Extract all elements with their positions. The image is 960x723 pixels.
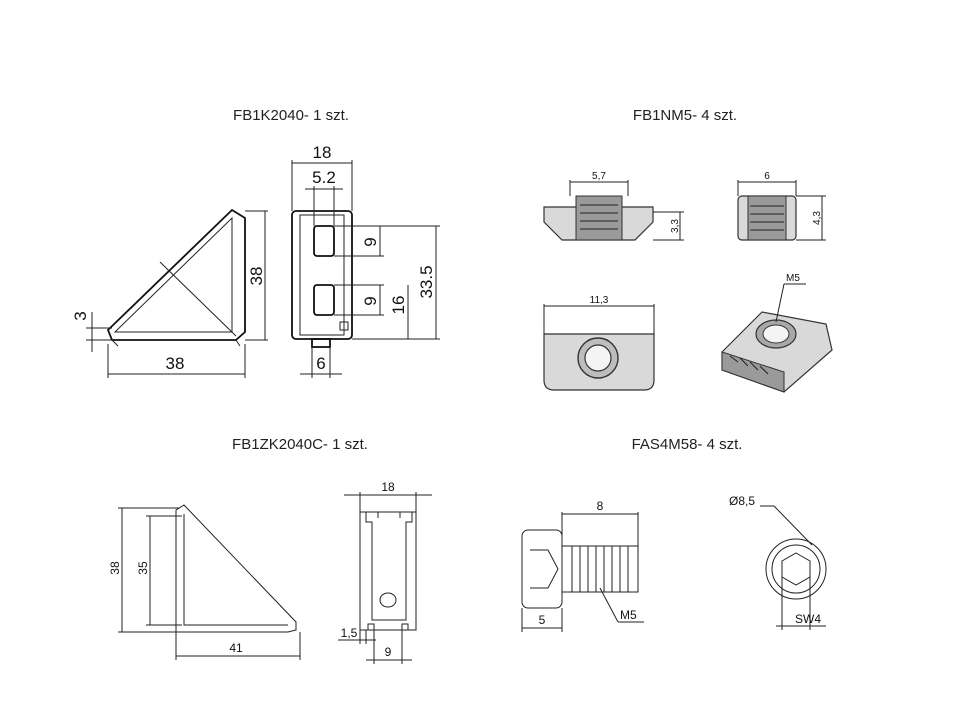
dim-fb1k-38-vertical: 38 <box>247 267 266 286</box>
dim-fb1k-18: 18 <box>313 143 332 162</box>
dim-fb1zk-9: 9 <box>385 645 392 659</box>
fb1nm5-top-view: 11,3 <box>543 295 655 391</box>
fb1zk2040c-side-view: 38 35 41 <box>108 504 301 660</box>
dim-fb1nm-3-3: 3,3 <box>670 219 681 233</box>
dim-fb1k-9-lower: 9 <box>361 296 380 305</box>
label-fb1nm-m5: M5 <box>786 273 800 284</box>
part-title-fb1zk2040c: FB1ZK2040C- 1 szt. <box>232 436 368 453</box>
dim-fb1zk-41: 41 <box>229 641 243 655</box>
label-fas-sw4: SW4 <box>795 612 821 626</box>
fas4m58-end-view: Ø8,5 SW4 <box>729 494 827 630</box>
dim-fb1k-33-5: 33.5 <box>417 265 436 298</box>
part-title-fb1k2040: FB1K2040- 1 szt. <box>233 107 349 124</box>
fb1k2040-side-view: 38 38 3 <box>71 208 268 378</box>
part-title-fas4m58: FAS4M58- 4 szt. <box>631 436 743 453</box>
dim-fb1k-16: 16 <box>389 296 408 315</box>
label-fas-diameter-8-5: Ø8,5 <box>729 494 755 508</box>
dim-fb1nm-5-7: 5,7 <box>592 171 606 182</box>
fb1nm5-isometric-view: M5 <box>721 273 833 393</box>
dim-fas-8: 8 <box>597 499 604 513</box>
dim-fb1nm-6: 6 <box>764 171 770 182</box>
fb1k2040-front-view: 18 5.2 9 9 16 33.5 <box>291 143 440 378</box>
dim-fb1zk-38: 38 <box>108 561 122 575</box>
dim-fb1nm-4-3: 4,3 <box>812 211 823 225</box>
fb1zk2040c-front-view: 18 1,5 9 <box>338 480 432 664</box>
fas4m58-side-view: 8 5 M5 <box>521 499 644 632</box>
dim-fas-5: 5 <box>539 613 546 627</box>
dim-fb1k-5-2: 5.2 <box>312 168 336 187</box>
dim-fb1k-9-upper: 9 <box>361 237 380 246</box>
dim-fb1nm-11-3: 11,3 <box>590 295 609 306</box>
dim-fb1k-6: 6 <box>316 354 325 373</box>
part-title-fb1nm5: FB1NM5- 4 szt. <box>632 107 738 124</box>
label-fas-m5: M5 <box>620 608 637 622</box>
dim-fb1zk-18: 18 <box>381 480 395 494</box>
fb1nm5-front-view: 5,7 3,3 <box>543 171 684 241</box>
dim-fb1zk-35: 35 <box>136 561 150 575</box>
dim-fb1k-38-horizontal: 38 <box>166 354 185 373</box>
dim-fb1zk-1-5: 1,5 <box>341 626 358 640</box>
fb1nm5-side-view: 6 4,3 <box>737 171 826 241</box>
dim-fb1k-3: 3 <box>71 311 90 320</box>
